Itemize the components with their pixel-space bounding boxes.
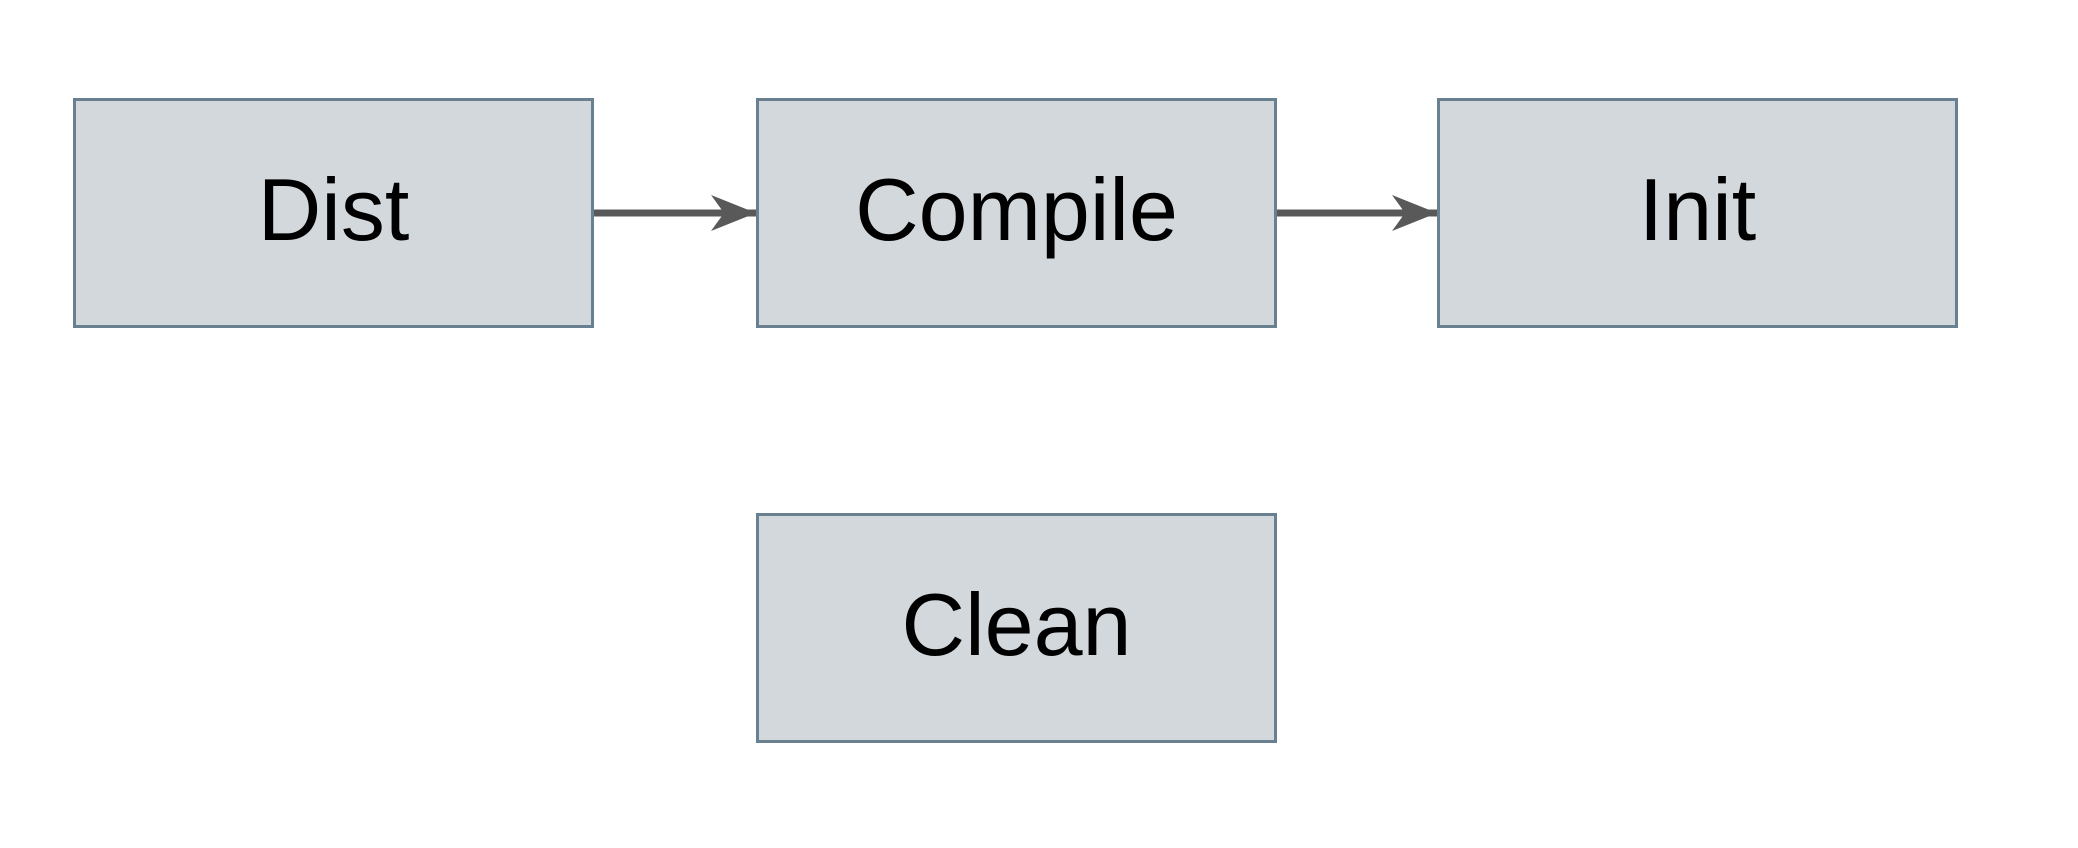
node-clean: Clean (756, 513, 1277, 743)
node-compile: Compile (756, 98, 1277, 328)
node-dist-label: Dist (257, 160, 410, 259)
node-clean-label: Clean (901, 575, 1132, 674)
node-init-label: Init (1638, 160, 1757, 259)
node-dist: Dist (73, 98, 594, 328)
node-compile-label: Compile (855, 160, 1178, 259)
node-init: Init (1437, 98, 1958, 328)
